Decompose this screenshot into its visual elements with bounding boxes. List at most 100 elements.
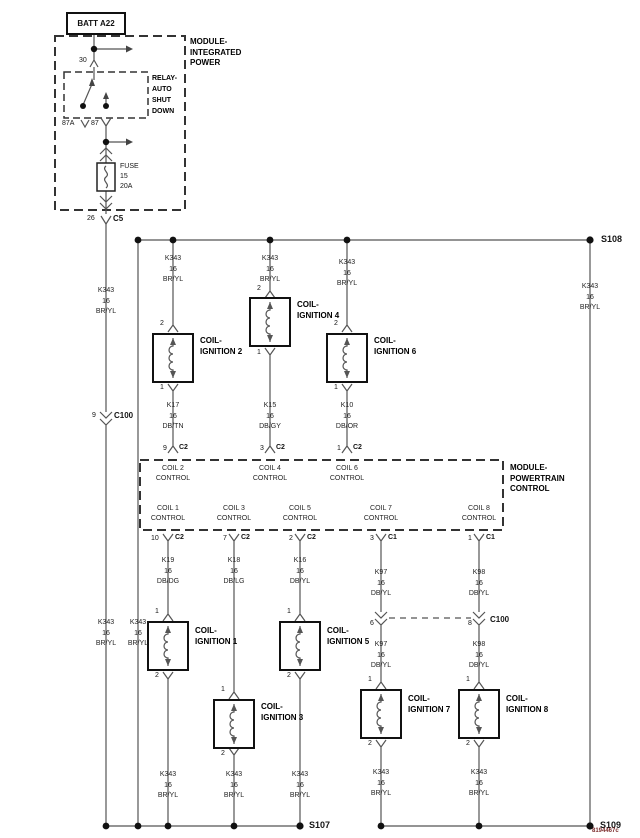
pcm-pin: 3	[370, 535, 374, 542]
fuse-name: FUSE	[120, 163, 139, 170]
coil-ignition-6-box	[326, 333, 368, 383]
asd-relay-name: RELAY- AUTO SHUT DOWN	[152, 75, 178, 115]
coil-pin: 2	[160, 320, 164, 327]
splice-s108-label: S108	[601, 234, 623, 244]
c100-right-name: C100	[490, 615, 510, 624]
pcm-pin: 9	[163, 445, 167, 452]
coil-windings	[163, 302, 480, 744]
wire-coil1-column	[162, 533, 174, 826]
coil-ignition-3-box	[213, 699, 255, 749]
coil-ignition-2-box	[152, 333, 194, 383]
pcm-conn: C2	[175, 534, 184, 541]
c100-pin-6: 6	[370, 620, 374, 627]
wire-coil4-column	[264, 240, 276, 454]
splice-s109-dot	[586, 822, 594, 830]
splice-s109-label: S109	[600, 820, 622, 830]
relay-pin-87: 87	[91, 120, 99, 127]
pcm-conn: C2	[241, 534, 250, 541]
coil-pin: 2	[221, 750, 225, 757]
pcm-conn: C2	[307, 534, 316, 541]
splice-s107-dot	[296, 822, 304, 830]
wire-coil7-column	[374, 533, 388, 826]
pcm-pin: 1	[337, 445, 341, 452]
coil-pin: 1	[257, 349, 261, 356]
coil-pin: 2	[466, 740, 470, 747]
coil-ignition-8-label: COIL-IGNITION 8	[506, 694, 549, 714]
pcm-pin: 1	[468, 535, 472, 542]
ipm-name: MODULE- INTEGRATED POWER	[190, 37, 242, 67]
coil-ignition-5-label: COIL-IGNITION 5	[327, 626, 370, 646]
wire-asd-left-run	[99, 224, 113, 826]
coil-ignition-1-label: COIL-IGNITION 1	[195, 626, 238, 646]
branch-arrow-2-head	[126, 138, 133, 146]
module-powertrain-control-box	[139, 459, 504, 531]
branch-arrow-1-head	[126, 45, 133, 53]
coil-pin: 2	[368, 740, 372, 747]
wire-coil6-column	[341, 240, 353, 454]
coil-ignition-8-box	[458, 689, 500, 739]
c100-left-name: C100	[114, 411, 134, 420]
c100-left-pin: 9	[92, 412, 96, 419]
coil-pin: 2	[287, 672, 291, 679]
coil-boxes	[147, 297, 500, 749]
c5-connector: C5	[113, 214, 124, 223]
pcm-conn: C2	[276, 444, 285, 451]
wire-coil5-column	[294, 533, 306, 826]
terminal-c5	[100, 215, 112, 225]
module-integrated-power-box	[54, 35, 186, 211]
wires	[80, 31, 591, 827]
fuse-element	[103, 165, 109, 189]
wire-batt-to-relay	[89, 31, 99, 80]
coil-pin: 1	[334, 384, 338, 391]
pcm-name: MODULE- POWERTRAIN CONTROL	[510, 463, 565, 493]
connector-chevrons-up	[99, 147, 113, 162]
wire-coil3-column	[228, 533, 240, 826]
doc-code: 8194467c	[592, 828, 619, 834]
coil-ignition-2-label: COIL-IGNITION 2	[200, 336, 243, 356]
pcm-pin: 2	[289, 535, 293, 542]
coil-pin: 1	[221, 686, 225, 693]
coil-pin: 1	[466, 676, 470, 683]
coil-pin: 2	[257, 285, 261, 292]
arrowheads	[89, 45, 133, 146]
wire-coil2-column	[167, 240, 179, 454]
fuse-15-box	[96, 162, 116, 192]
coil-pin: 1	[287, 608, 291, 615]
relay-arm-arrow	[89, 78, 95, 86]
pcm-conn: C2	[353, 444, 362, 451]
coil-ignition-5-box	[279, 621, 321, 671]
pcm-conn: C1	[388, 534, 397, 541]
coil-pin: 1	[368, 676, 372, 683]
coil-ignition-3-label: COIL-IGNITION 3	[261, 702, 304, 722]
terminal-87a	[80, 119, 90, 129]
coil-pin: 2	[155, 672, 159, 679]
pcm-conn: C2	[179, 444, 188, 451]
c5-pin: 26	[87, 215, 95, 222]
coil-pin: 1	[160, 384, 164, 391]
coil-pin: 1	[155, 608, 159, 615]
coil-ignition-7-box	[360, 689, 402, 739]
